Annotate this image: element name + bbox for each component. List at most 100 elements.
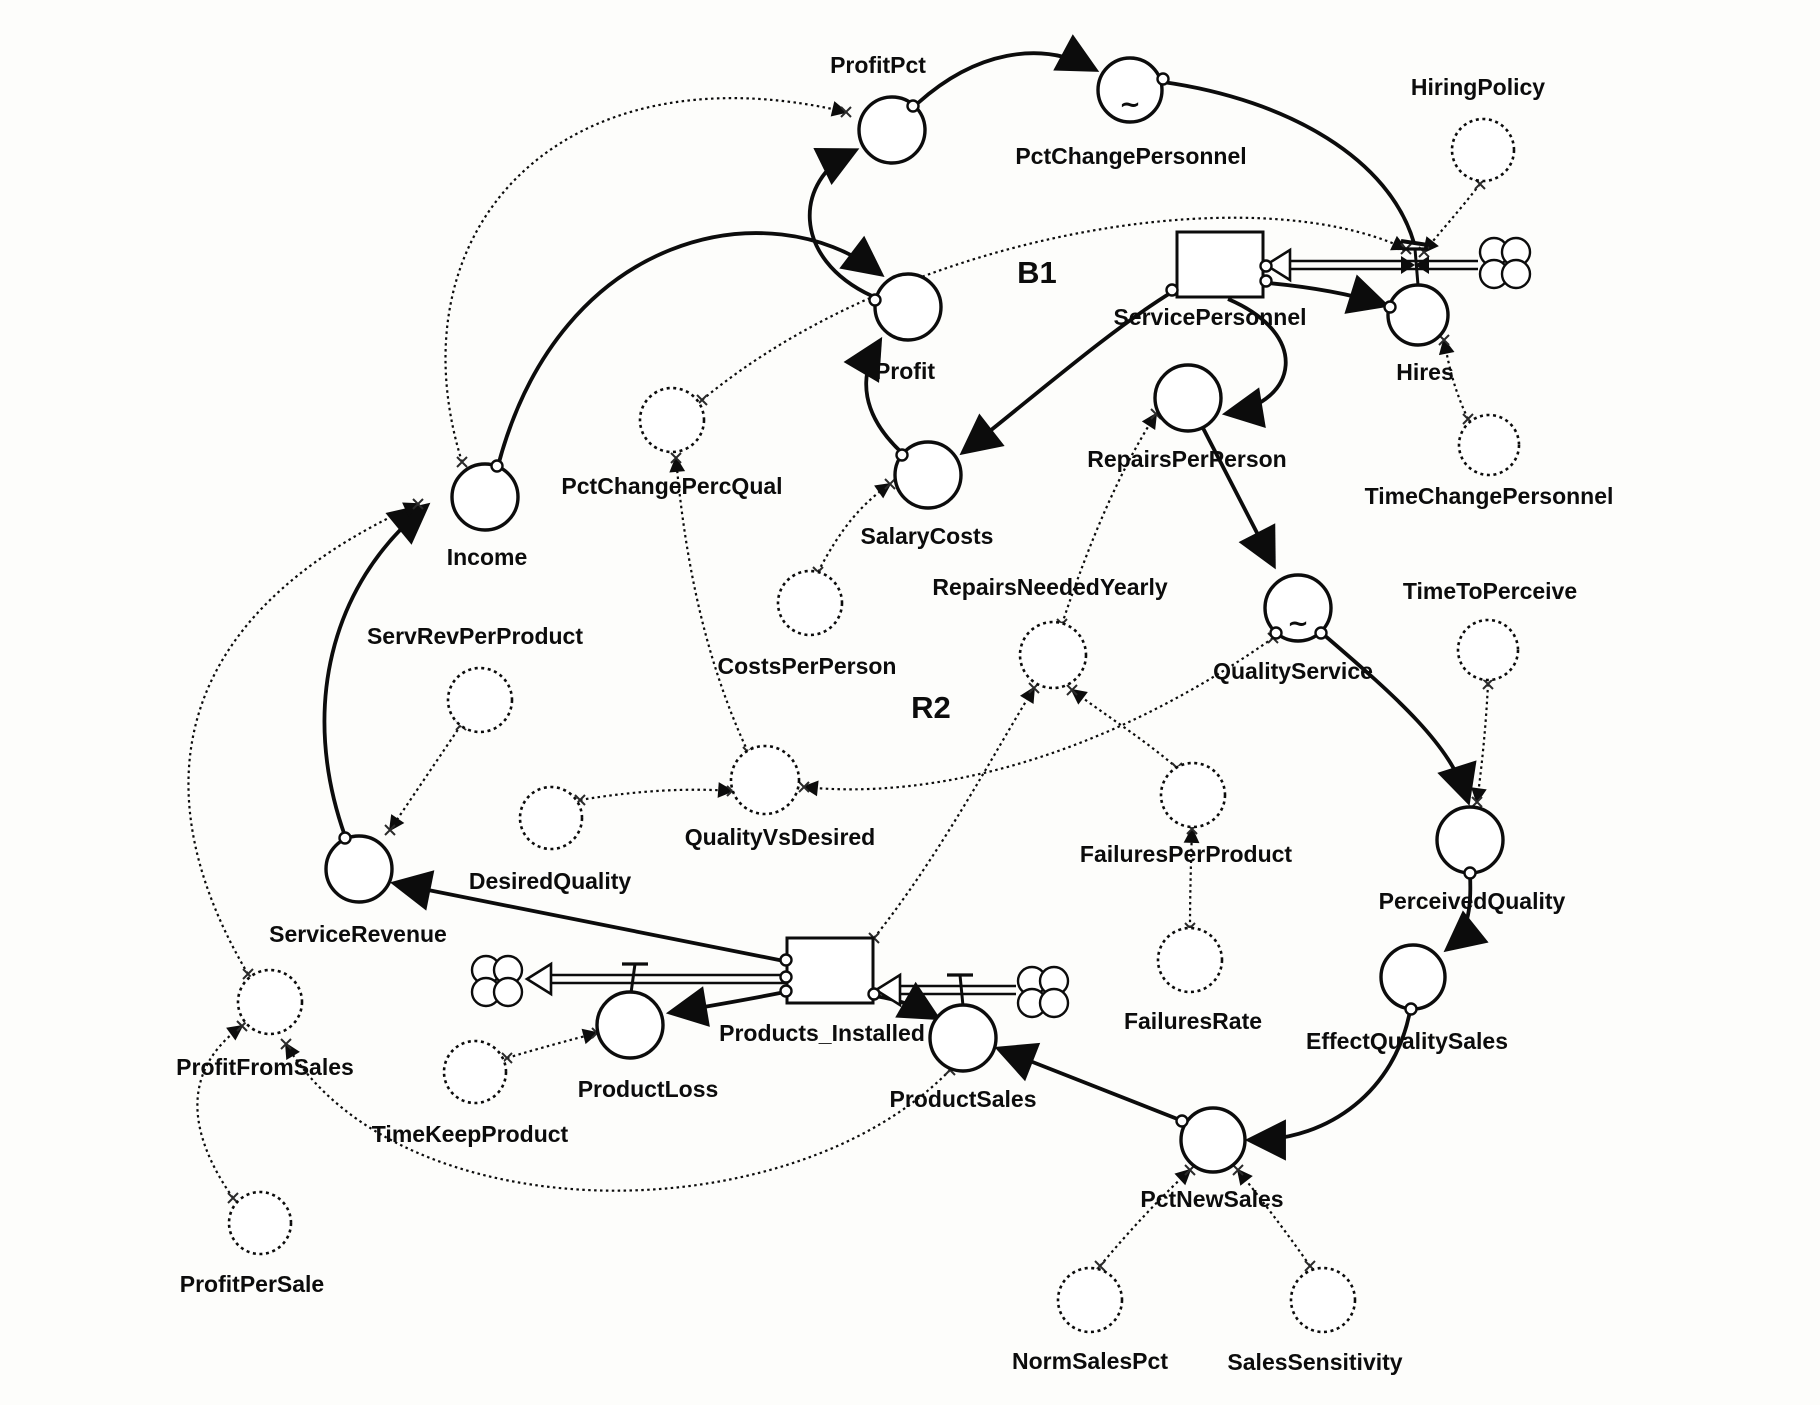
link-endpoint-mark — [1482, 678, 1494, 690]
link-servrevperproduct-to-servicerevenue[interactable]: servrevperproduct-to-servicerevenue — [388, 724, 462, 832]
node-TimeKeepProduct[interactable] — [442, 1039, 508, 1105]
cloud-productloss-sink-cloud[interactable] — [470, 954, 524, 1008]
link-endpoint-mark — [840, 106, 852, 118]
node-DesiredQuality[interactable] — [518, 785, 584, 851]
node-ServiceRevenue[interactable] — [324, 834, 394, 904]
link-failuresperproduct-to-repairsneededyearly[interactable]: failuresperproduct-to-repairsneededyearl… — [1070, 688, 1178, 769]
cloud-productsales-source-cloud[interactable] — [1016, 965, 1070, 1019]
link-qualityservice-to-qualityvsdesired[interactable]: qualityservice-to-qualityvsdesired — [802, 637, 1274, 797]
node-ProfitPerSale[interactable] — [227, 1190, 293, 1256]
node-QualityService[interactable] — [1263, 573, 1333, 643]
node-ProductLoss[interactable] — [595, 990, 665, 1060]
node-label-PctChangePercQual: PctChangePercQual — [561, 473, 782, 499]
node-PerceivedQuality[interactable] — [1435, 805, 1505, 875]
node-Profit[interactable] — [873, 272, 943, 342]
stock-ServicePersonnel[interactable] — [1175, 230, 1265, 299]
node-ServRevPerProduct[interactable] — [446, 666, 514, 734]
stock-Products_Installed[interactable] — [785, 936, 875, 1005]
link-income-to-profitpct[interactable]: income-to-profitpct — [444, 97, 848, 463]
node-PctChangePersonnel[interactable] — [1096, 56, 1164, 124]
link-effectqualitysales-to-pctnewsales[interactable]: effectqualitysales-to-pctnewsales — [1244, 1010, 1412, 1161]
link-profitpersale-to-profitfromsales[interactable]: profitpersale-to-profitfromsales — [196, 1024, 244, 1199]
link-servicerevenue-to-income[interactable]: servicerevenue-to-income — [322, 502, 431, 837]
cloud-lobe — [492, 976, 524, 1008]
node-ProfitPct[interactable] — [857, 95, 927, 165]
link-qualityvsdesired-to-pctchangepercqual[interactable]: qualityvsdesired-to-pctchangepercqual — [669, 456, 749, 753]
node-CostsPerPerson[interactable] — [776, 569, 844, 637]
link-productsales-to-profitfromsales[interactable]: productsales-to-profitfromsales — [284, 1042, 951, 1192]
node-ProductSales[interactable] — [928, 1003, 998, 1073]
valve-productsales-valve[interactable] — [947, 973, 973, 1007]
connector-port — [1463, 866, 1477, 880]
link-salarycosts-to-profit[interactable]: salarycosts-to-profit — [843, 336, 903, 454]
pipe-productsales-pipe[interactable] — [873, 972, 1016, 1008]
node-EffectQualitySales[interactable] — [1379, 943, 1447, 1011]
node-label-Profit: Profit — [875, 358, 935, 384]
link-qualityservice-to-perceivedquality[interactable]: qualityservice-to-perceivedquality — [1321, 632, 1477, 806]
pipe-hires-pipe[interactable] — [1263, 247, 1478, 283]
node-FailuresRate[interactable] — [1156, 926, 1224, 994]
loop-label-R2: R2 — [911, 690, 951, 725]
link-pctchangepersonnel-to-hires-valve[interactable]: pctchangepersonnel-to-hires-valve — [1162, 80, 1416, 244]
link-profit-to-profitpct[interactable]: profit-to-profitpct — [807, 148, 873, 298]
link-products-to-productloss[interactable]: products-to-productloss — [665, 986, 786, 1027]
link-endpoint-mark — [412, 498, 424, 510]
connector-port — [1259, 259, 1273, 273]
connector-port — [1383, 300, 1397, 314]
node-HiringPolicy[interactable] — [1450, 117, 1516, 183]
node-RepairsPerPerson[interactable] — [1153, 363, 1223, 433]
node-ProfitFromSales[interactable] — [236, 968, 304, 1036]
link-timekeepproduct-to-productloss[interactable]: timekeepproduct-to-productloss — [506, 1028, 599, 1060]
link-profitfromsales-to-income[interactable]: profitfromsales-to-income — [187, 502, 420, 975]
link-timetoperceive-to-perceivedquality[interactable]: timetoperceive-to-perceivedquality — [1471, 683, 1490, 804]
link-endpoint-mark — [280, 1038, 292, 1050]
connector-port — [1314, 626, 1328, 640]
link-desiredquality-to-qualityvsdesired[interactable]: desiredquality-to-qualityvsdesired — [579, 782, 734, 802]
link-servicepersonnel-to-salarycosts[interactable]: servicepersonnel-to-salarycosts — [959, 290, 1173, 456]
link-perceivedquality-to-effectqualitysales[interactable]: perceivedquality-to-effectqualitysales — [1443, 874, 1489, 953]
cloud-lobe — [1500, 258, 1532, 290]
link-products-to-productsales[interactable]: products-to-productsales — [874, 981, 942, 1021]
node-RepairsNeededYearly[interactable] — [1018, 620, 1088, 690]
link-servicepersonnel-to-hires[interactable]: servicepersonnel-to-hires — [1267, 274, 1390, 314]
node-SalaryCosts[interactable] — [893, 440, 963, 510]
link-products-to-servicerevenue[interactable]: products-to-servicerevenue — [389, 870, 785, 963]
node-label-SalesSensitivity: SalesSensitivity — [1227, 1349, 1402, 1375]
node-FailuresPerProduct[interactable] — [1159, 761, 1227, 829]
cloud-hires-source-cloud[interactable] — [1478, 236, 1532, 290]
node-Hires[interactable] — [1386, 283, 1450, 347]
node-Income[interactable] — [450, 462, 520, 532]
link-pctchangepercqual-to-hires-valve[interactable]: pctchangepercqual-to-hires-valve — [701, 216, 1408, 401]
node-label-NormSalesPct: NormSalesPct — [1012, 1348, 1168, 1374]
link-products-to-repairsneededyearly[interactable]: products-to-repairsneededyearly — [873, 686, 1036, 939]
node-PctChangePercQual[interactable] — [638, 386, 706, 454]
link-endpoint-mark — [1232, 1164, 1244, 1176]
link-timechangepersonnel-to-hires[interactable]: timechangepersonnel-to-hires — [1438, 338, 1469, 420]
link-servicepersonnel-to-repairsperperson[interactable]: servicepersonnel-to-repairsperperson — [1221, 297, 1288, 428]
valve-bowtie — [1401, 256, 1429, 274]
pipe-productloss-pipe[interactable] — [524, 961, 787, 997]
node-QualityVsDesired[interactable] — [729, 744, 801, 816]
link-hiringpolicy-to-hires-valve[interactable]: hiringpolicy-to-hires-valve — [1422, 183, 1481, 254]
node-label-QualityService: QualityService — [1213, 658, 1373, 684]
valve-productloss-valve[interactable] — [622, 962, 648, 994]
link-income-to-profit[interactable]: income-to-profit — [496, 231, 885, 467]
link-repairsperperson-to-qualityservice[interactable]: repairsperperson-to-qualityservice — [1201, 427, 1276, 570]
node-SalesSensitivity[interactable] — [1289, 1266, 1357, 1334]
valve-hires-valve[interactable] — [1401, 247, 1429, 286]
node-label-TimeChangePersonnel: TimeChangePersonnel — [1365, 483, 1614, 509]
pipe-open-arrowhead — [873, 972, 902, 1008]
node-label-ProductLoss: ProductLoss — [578, 1076, 719, 1102]
node-PctNewSales[interactable] — [1179, 1106, 1247, 1174]
link-pctnewsales-to-productsales[interactable]: pctnewsales-to-productsales — [994, 1042, 1181, 1122]
links-layer: profitpct-to-pctchangepersonnel profit-to… — [187, 34, 1494, 1272]
link-normsalespct-to-pctnewsales[interactable]: normsalespct-to-pctnewsales — [1099, 1168, 1192, 1267]
connector-port — [779, 970, 793, 984]
link-salessensitivity-to-pctnewsales[interactable]: salessensitivity-to-pctnewsales — [1236, 1168, 1311, 1267]
node-NormSalesPct[interactable] — [1056, 1266, 1124, 1334]
link-profitpct-to-pctchangepersonnel[interactable]: profitpct-to-pctchangepersonnel — [916, 34, 1100, 105]
link-failuresrate-to-failuresperproduct[interactable]: failuresrate-to-failuresperproduct — [1183, 827, 1200, 929]
node-TimeToPerceive[interactable] — [1456, 618, 1520, 682]
node-TimeChangePersonnel[interactable] — [1457, 413, 1521, 477]
